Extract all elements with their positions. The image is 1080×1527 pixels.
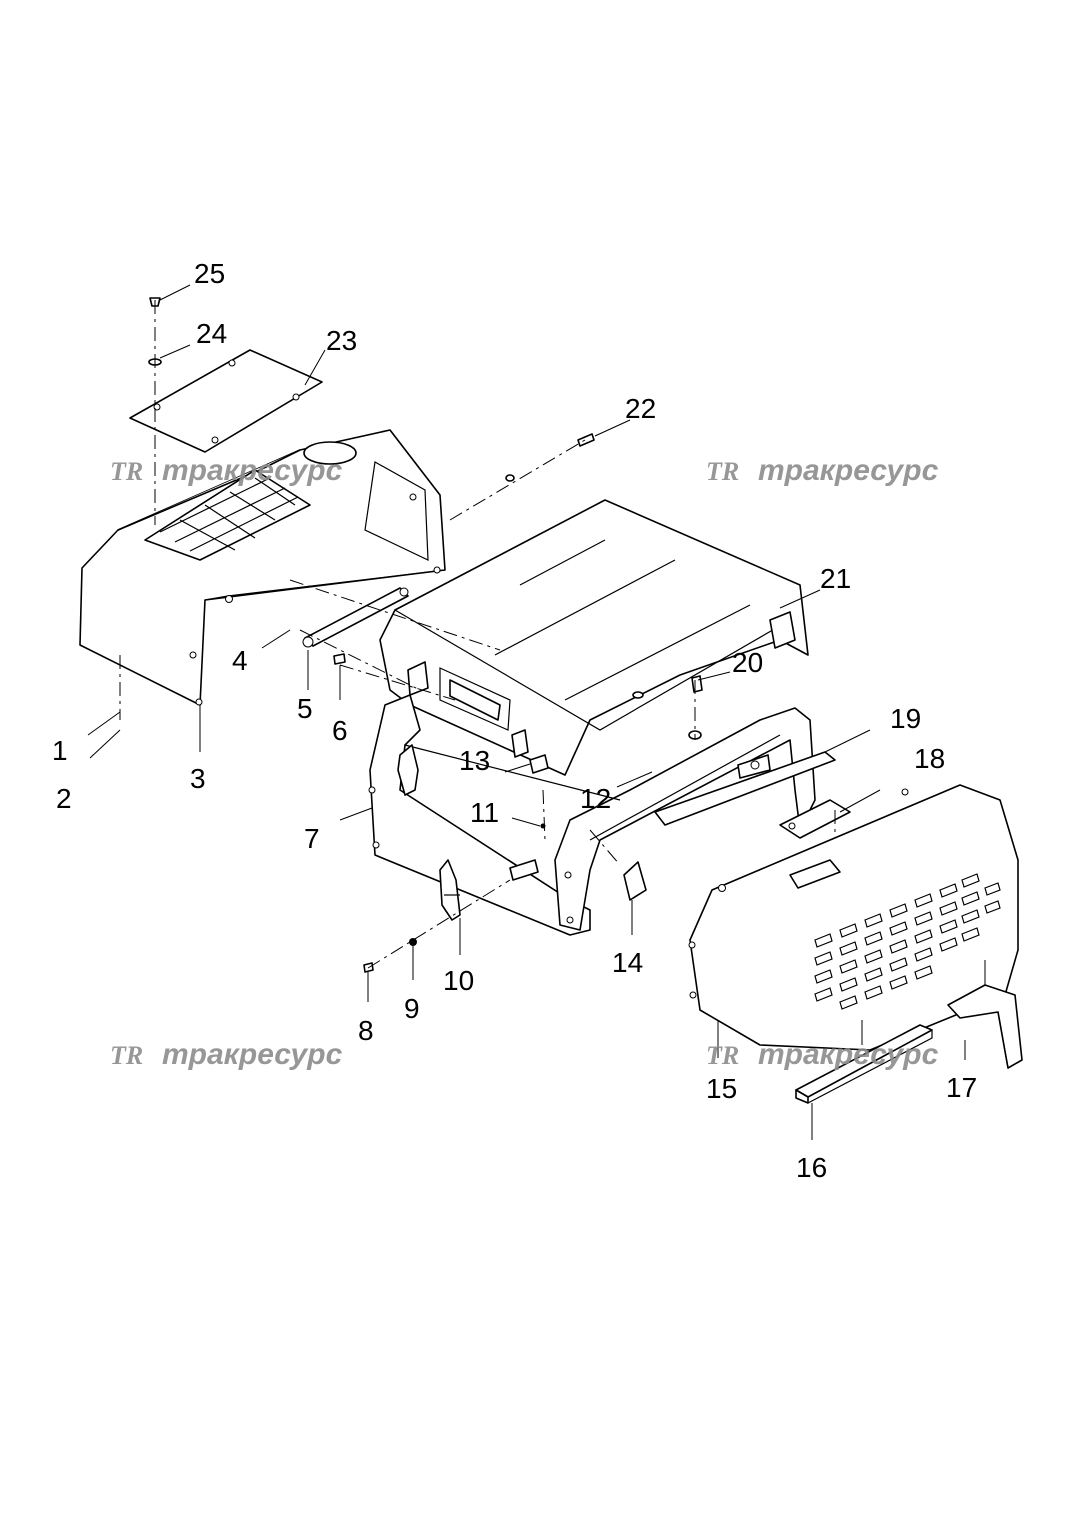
callout-14: 14 <box>612 947 643 978</box>
part-9-nut <box>409 938 417 946</box>
part-22-bolt <box>505 433 595 482</box>
watermark-text: тракресурс <box>758 1038 939 1071</box>
callout-19: 19 <box>890 703 921 734</box>
assembly-lines <box>119 300 836 969</box>
watermark-text: тракресурс <box>162 1038 343 1071</box>
part-15-right-hood <box>688 784 1019 1051</box>
part-20-bolt <box>691 675 703 693</box>
callout-22: 22 <box>625 393 656 424</box>
callout-3: 3 <box>190 763 206 794</box>
watermark-top-right: TR тракресурс <box>706 454 939 487</box>
callout-13: 13 <box>459 745 490 776</box>
callout-18: 18 <box>914 743 945 774</box>
part-13-clip <box>529 754 549 774</box>
part-19-seal-strip <box>654 751 836 826</box>
watermark-logo: TR <box>706 457 739 486</box>
callout-21: 21 <box>820 563 851 594</box>
callout-25: 25 <box>194 258 225 289</box>
part-23-cover-plate <box>129 349 323 453</box>
callout-9: 9 <box>404 993 420 1024</box>
watermark-bottom-right: TR тракресурс <box>706 1038 939 1071</box>
callout-17: 17 <box>946 1072 977 1103</box>
callout-7: 7 <box>304 823 320 854</box>
watermark-logo: TR <box>706 1041 739 1070</box>
part-16-foam-strip <box>795 1024 933 1104</box>
callout-5: 5 <box>297 693 313 724</box>
watermark-logo: TR <box>110 457 143 486</box>
callout-16: 16 <box>796 1152 827 1183</box>
watermark-top-left: TR тракресурс <box>110 454 343 487</box>
leader-lines <box>87 284 986 1140</box>
part-6-pin <box>333 653 346 665</box>
part-3-left-hood <box>79 429 446 706</box>
callout-1: 1 <box>52 735 68 766</box>
callout-15: 15 <box>706 1073 737 1104</box>
part-21-top-cover <box>379 499 809 776</box>
callout-11: 11 <box>470 797 499 828</box>
part-7-frame <box>368 691 816 936</box>
callout-labels: 1 2 3 4 5 6 7 8 9 10 11 12 13 14 15 16 1… <box>52 258 977 1183</box>
watermark-logo: TR <box>110 1041 143 1070</box>
watermark-text: тракресурс <box>758 454 939 487</box>
callout-2: 2 <box>56 783 72 814</box>
part-10-latch <box>439 859 461 921</box>
watermark-bottom-left: TR тракресурс <box>110 1038 343 1071</box>
part-18-plate <box>779 799 851 839</box>
callout-23: 23 <box>326 325 357 356</box>
watermark-text: тракресурс <box>162 454 343 487</box>
part-5-stay-rod <box>302 587 409 648</box>
callout-10: 10 <box>443 965 474 996</box>
callout-4: 4 <box>232 645 248 676</box>
callout-6: 6 <box>332 715 348 746</box>
callout-20: 20 <box>732 647 763 678</box>
part-17-l-foam <box>947 984 1023 1069</box>
part-14-label <box>623 861 647 901</box>
callout-24: 24 <box>196 318 227 349</box>
callout-8: 8 <box>358 1015 374 1046</box>
callout-12: 12 <box>580 783 611 814</box>
